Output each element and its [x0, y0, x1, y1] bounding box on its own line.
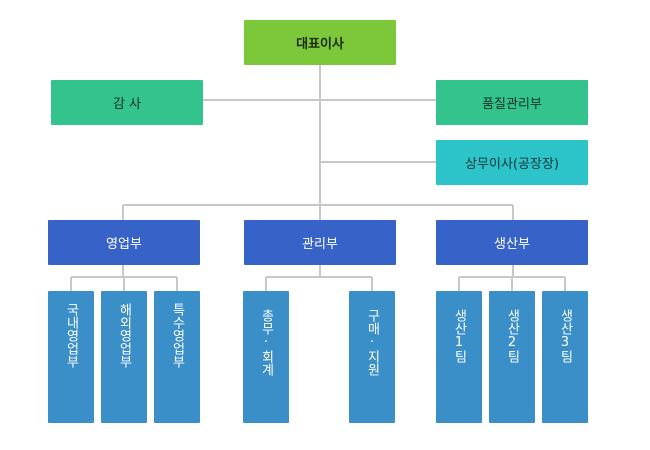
domestic-sales-label: 국내영업부: [63, 303, 79, 368]
vp-box: 상무이사(공장장): [436, 140, 588, 185]
admin-dept-label: 관리부: [302, 237, 338, 252]
domestic-sales-box: 국내영업부: [48, 291, 94, 423]
purchasing-box: 구매·지원: [349, 291, 395, 423]
quality-box: 품질관리부: [436, 80, 588, 125]
ceo-box: 대표이사: [244, 20, 396, 65]
prod-team2-label: 생산2팀: [504, 309, 520, 363]
prod-team3-box: 생산3팀: [542, 291, 588, 423]
prod-team1-box: 생산1팀: [436, 291, 482, 423]
sales-dept-box: 영업부: [48, 220, 200, 265]
special-sales-box: 특수영업부: [154, 291, 200, 423]
purchasing-label: 구매·지원: [364, 309, 380, 376]
ceo-label: 대표이사: [296, 37, 344, 52]
sales-dept-label: 영업부: [106, 237, 142, 252]
prod-team1-label: 생산1팀: [451, 309, 467, 363]
admin-dept-box: 관리부: [244, 220, 396, 265]
vp-label: 상무이사(공장장): [465, 157, 559, 172]
production-dept-label: 생산부: [494, 237, 530, 252]
audit-box: 감 사: [51, 80, 203, 125]
audit-label: 감 사: [112, 97, 142, 112]
quality-label: 품질관리부: [482, 97, 542, 112]
overseas-sales-label: 해외영업부: [116, 303, 132, 368]
general-affairs-label: 총무·회계: [258, 309, 274, 376]
overseas-sales-box: 해외영업부: [101, 291, 147, 423]
prod-team3-label: 생산3팀: [557, 309, 573, 363]
special-sales-label: 특수영업부: [169, 303, 185, 368]
general-affairs-box: 총무·회계: [243, 291, 289, 423]
production-dept-box: 생산부: [436, 220, 588, 265]
prod-team2-box: 생산2팀: [489, 291, 535, 423]
